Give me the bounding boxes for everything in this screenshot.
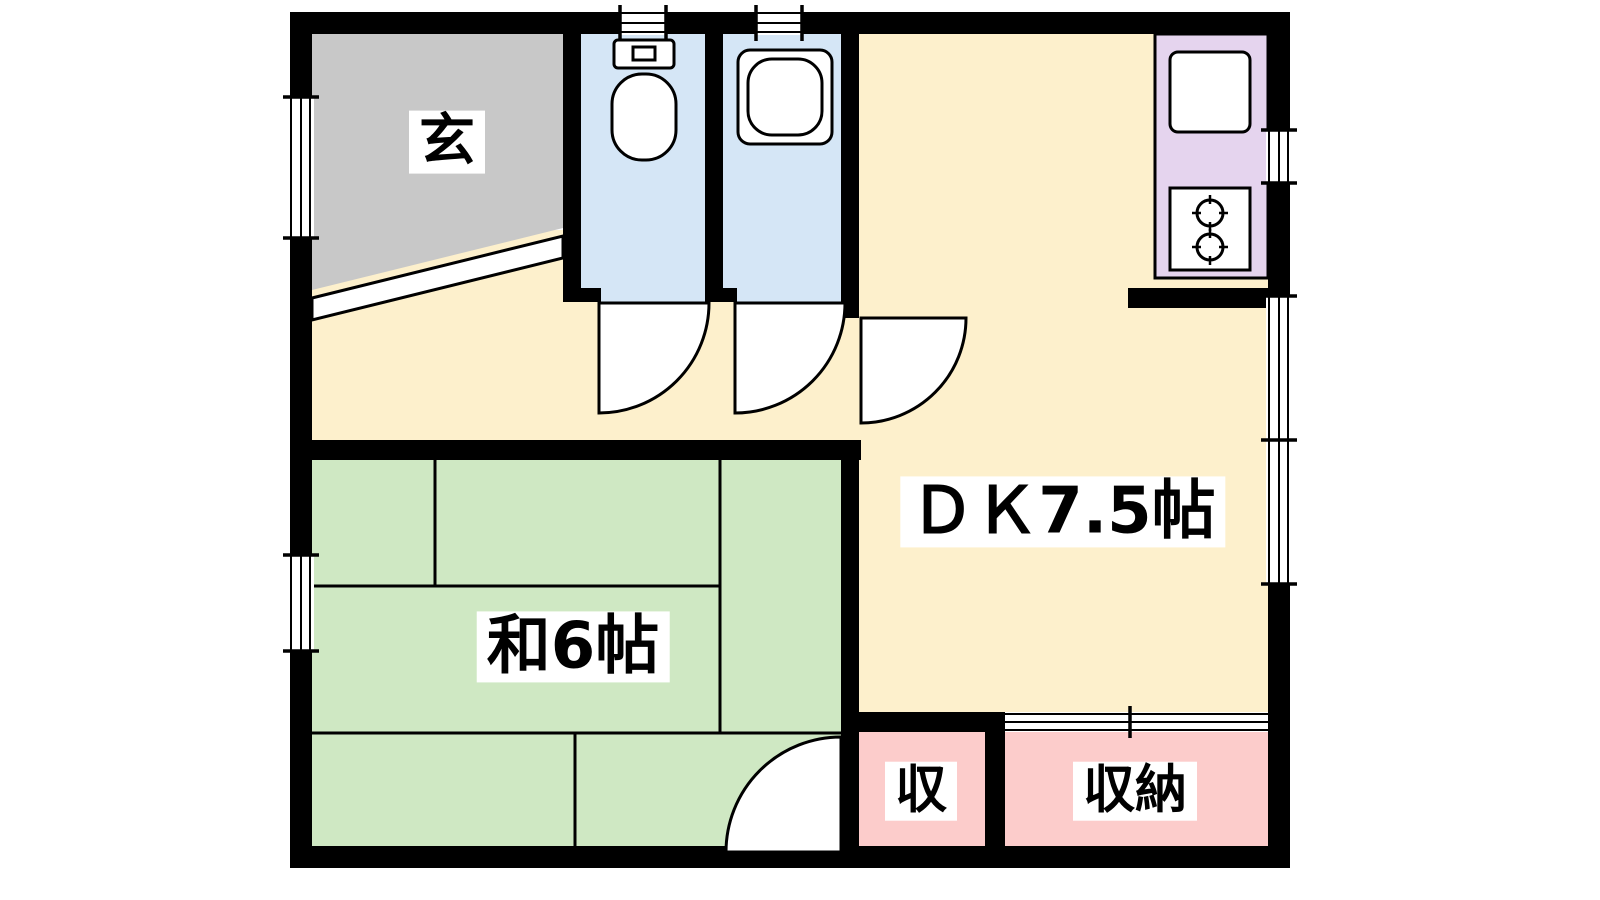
window-top-bath-icon	[754, 5, 804, 41]
closet-small-label: 収	[884, 761, 958, 821]
entrance-label: 玄	[409, 110, 485, 174]
window-top-toilet-icon	[618, 5, 668, 41]
japanese-room-label: 和6帖	[476, 611, 670, 683]
tatami-grid	[312, 460, 841, 846]
kitchen-sink-icon	[1168, 50, 1252, 134]
toilet-icon	[610, 38, 678, 162]
window-right-long-icon	[1261, 294, 1297, 586]
stove-icon	[1168, 186, 1252, 272]
tatami-door-arc	[724, 735, 843, 854]
window-left-bottom-icon	[283, 553, 319, 653]
window-left-top-icon	[283, 95, 319, 240]
toilet-door-arc	[597, 301, 711, 415]
bathroom-door-arc	[733, 301, 847, 415]
washbasin-icon	[736, 48, 834, 146]
closet-large-label: 収納	[1072, 761, 1198, 821]
dk-label: ＤＫ7.5帖	[900, 476, 1226, 548]
dk-door-arc	[859, 316, 968, 425]
window-right-top-icon	[1261, 128, 1297, 185]
sliding-door-icon	[1005, 706, 1268, 738]
